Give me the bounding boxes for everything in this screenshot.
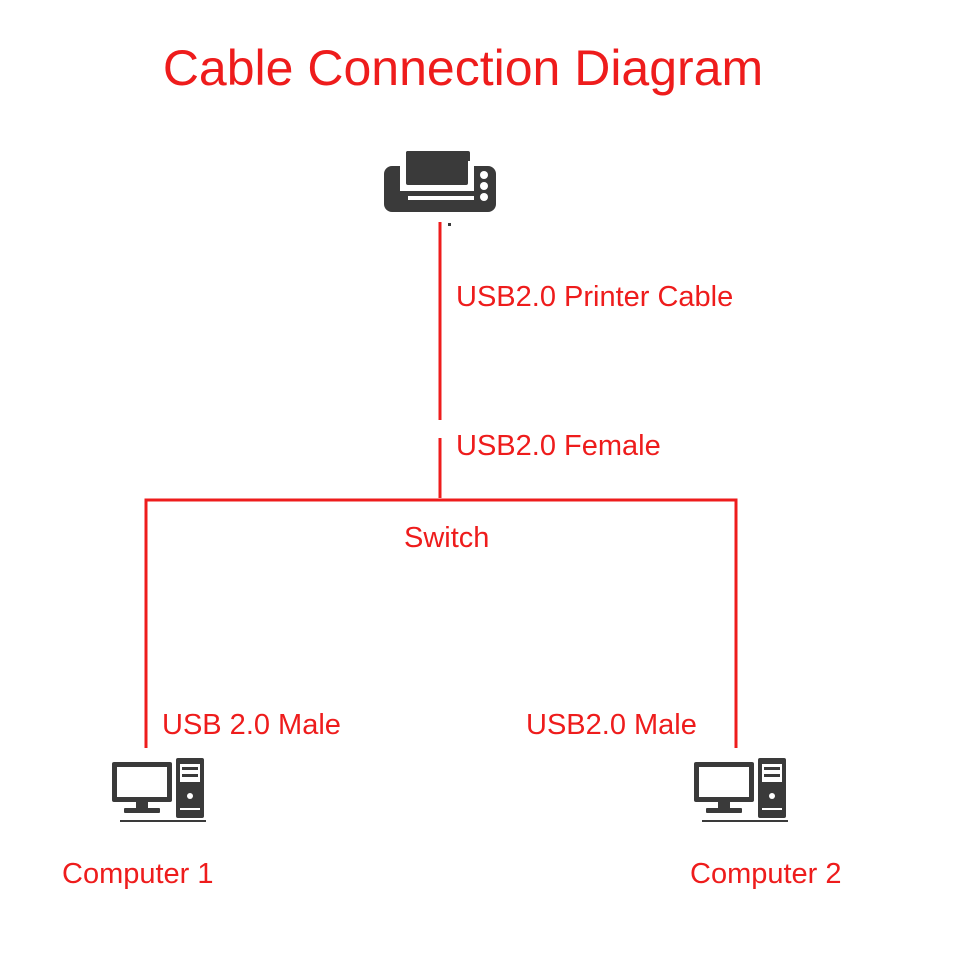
switch-label: Switch bbox=[404, 522, 490, 554]
computer-1-label: Computer 1 bbox=[62, 858, 214, 890]
usb-male-left-label: USB 2.0 Male bbox=[162, 709, 341, 741]
printer-cable-label: USB2.0 Printer Cable bbox=[456, 281, 734, 313]
computer-2-label: Computer 2 bbox=[690, 858, 842, 890]
desktop-computer-icon bbox=[694, 758, 788, 822]
desktop-computer-icon bbox=[112, 758, 206, 822]
usb-male-right-label: USB2.0 Male bbox=[526, 709, 697, 741]
switch-branch-line bbox=[144, 498, 738, 748]
page-title: Cable Connection Diagram bbox=[162, 40, 764, 96]
usb-female-label: USB2.0 Female bbox=[456, 430, 661, 462]
printer-icon bbox=[384, 151, 496, 226]
